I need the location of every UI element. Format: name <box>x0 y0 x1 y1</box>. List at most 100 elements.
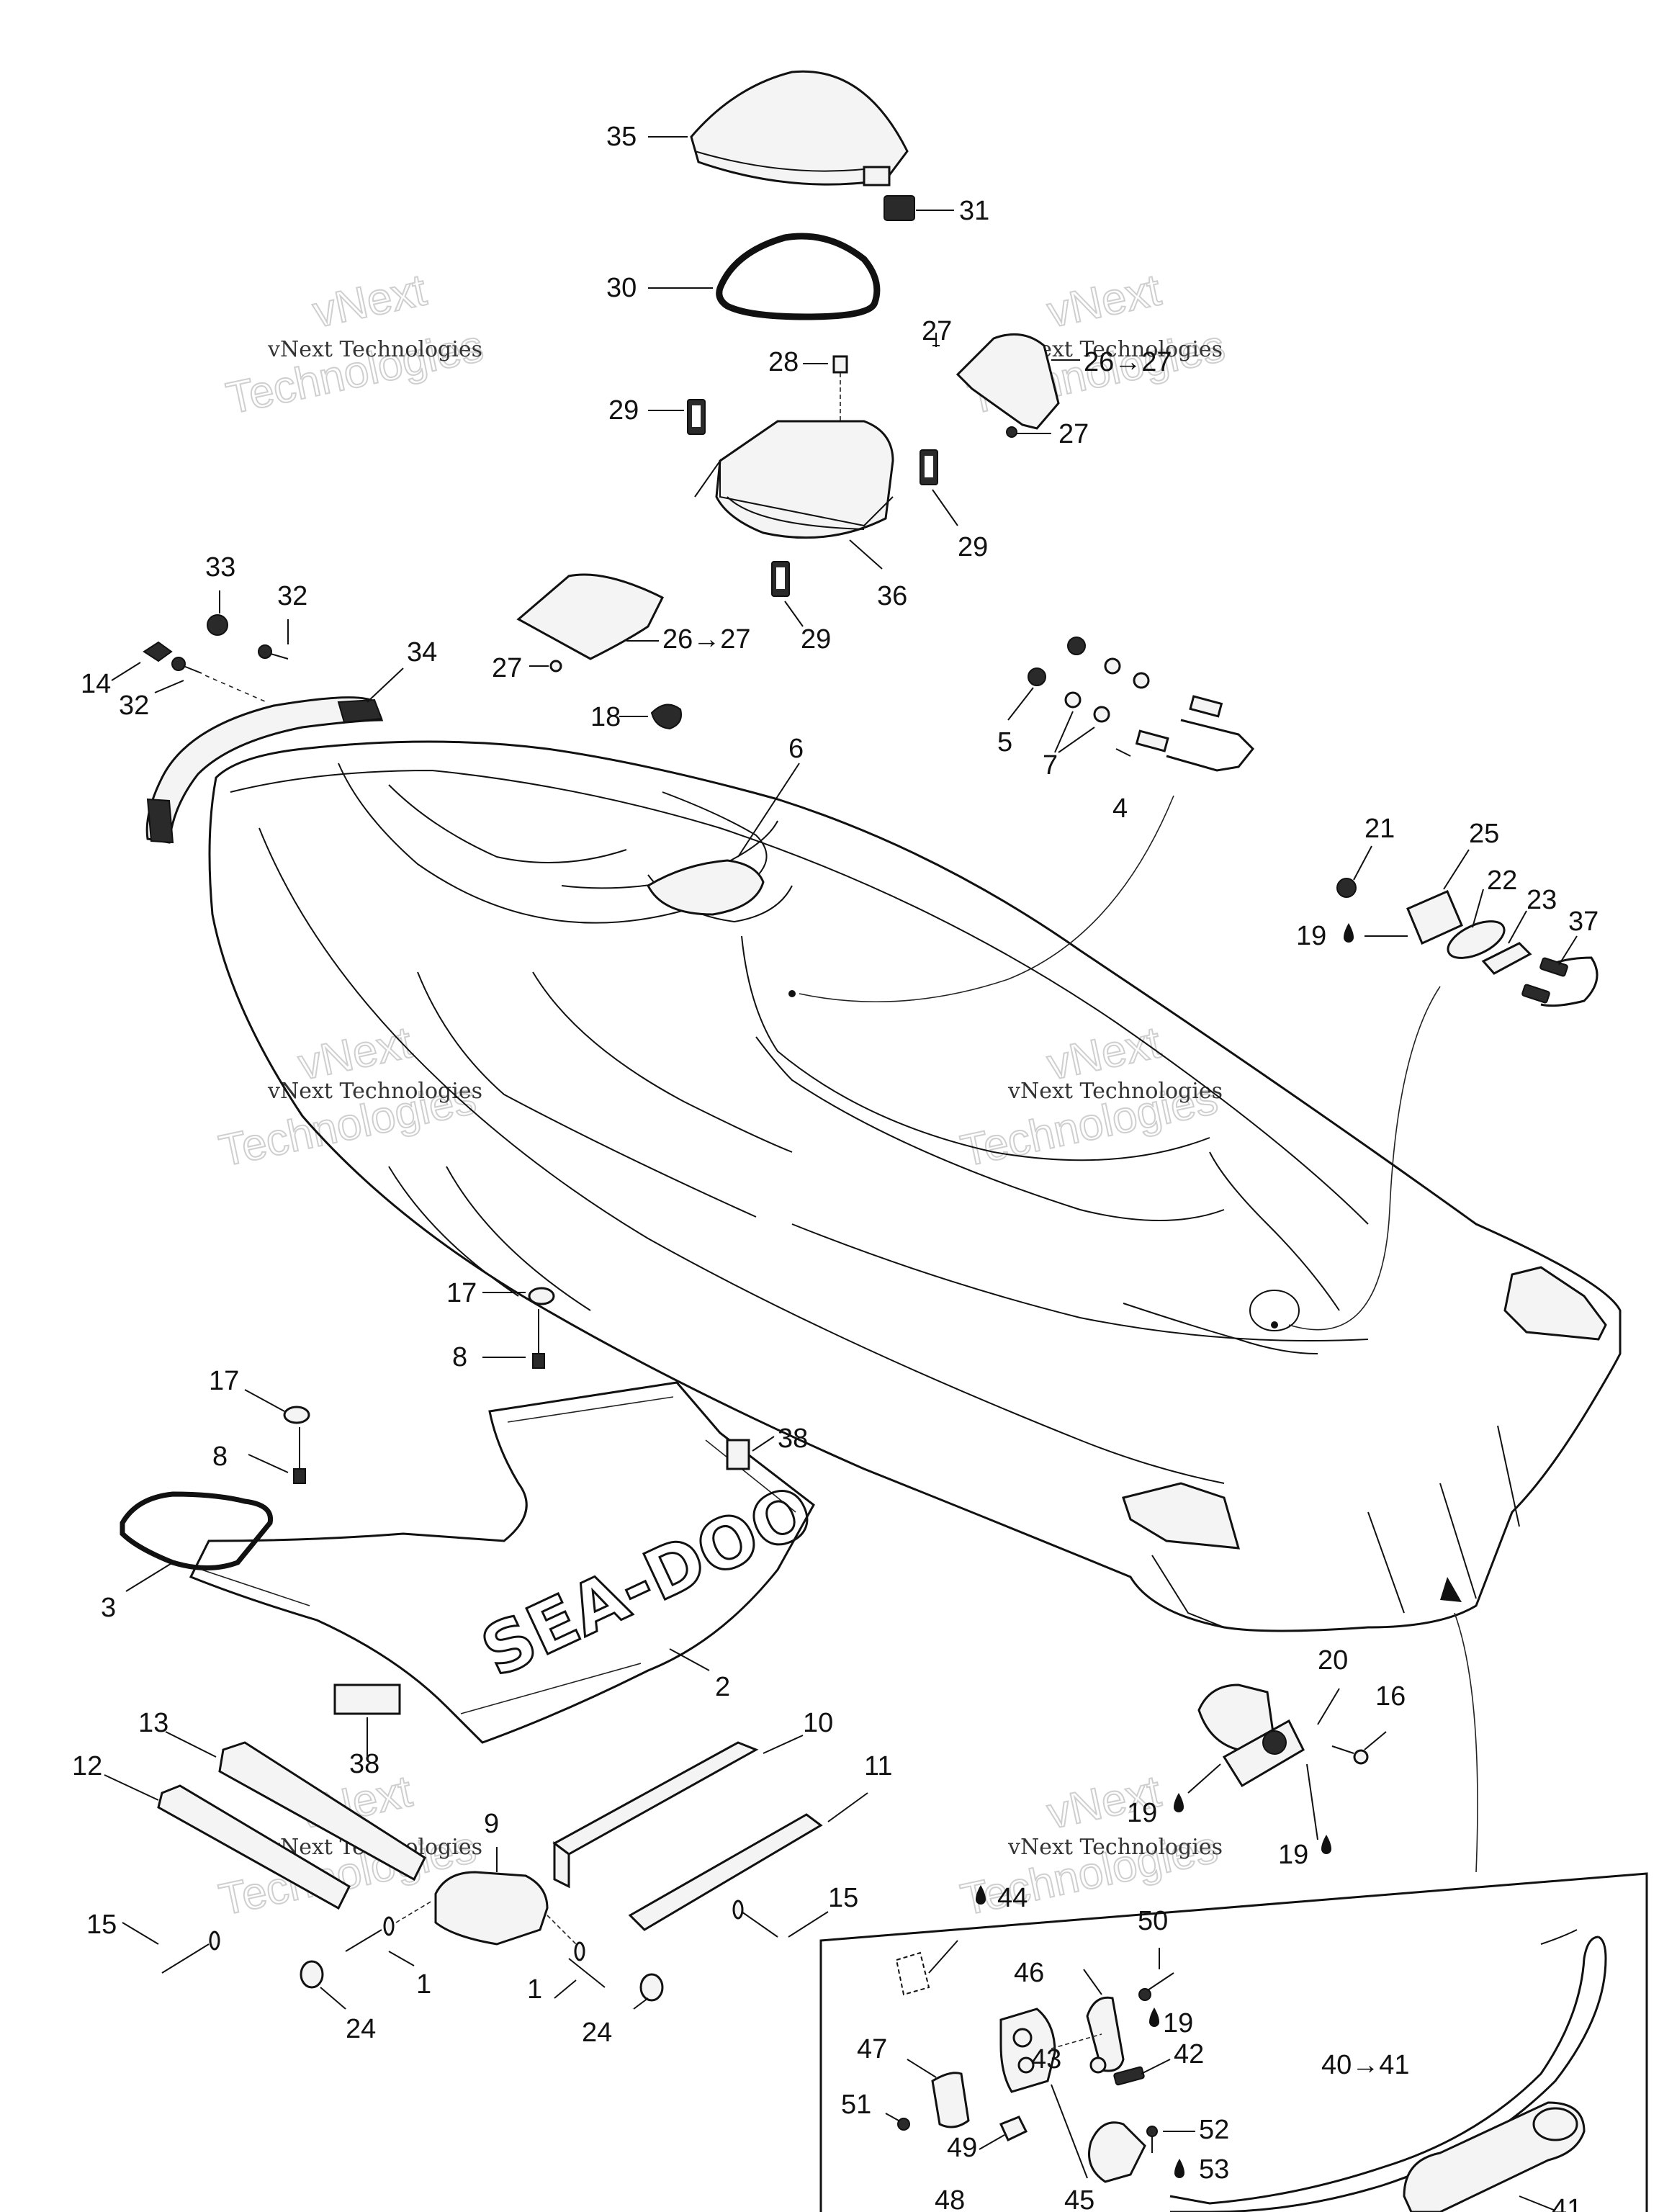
storage-bin-36 <box>694 420 894 570</box>
callout-22: 22 <box>1487 866 1517 896</box>
callout-32: 32 <box>277 581 307 611</box>
bolt-50 <box>1138 1948 1174 2001</box>
rivet-15-right <box>732 1899 829 1938</box>
svg-text:vNext Technologies: vNext Technologies <box>1007 1079 1223 1104</box>
screw-32-upper <box>258 619 289 660</box>
callout-3: 3 <box>101 1593 116 1623</box>
callout-41: 41 <box>1552 2194 1582 2212</box>
callout-37: 37 <box>1568 907 1599 937</box>
callout-35: 35 <box>606 122 637 152</box>
callout-15: 15 <box>828 1883 858 1913</box>
pad-44 <box>895 1940 958 1996</box>
callout-44: 44 <box>997 1883 1028 1913</box>
nut-33 <box>207 590 228 636</box>
nut-51 <box>885 2113 910 2131</box>
callout-27: 27 <box>1058 419 1089 449</box>
callout-17: 17 <box>209 1366 239 1396</box>
callout-33: 33 <box>205 552 235 583</box>
callout-8: 8 <box>212 1442 228 1472</box>
leader-19-drain <box>1187 1763 1318 1840</box>
rail-12 <box>104 1774 351 1910</box>
callout-15: 15 <box>86 1910 117 1940</box>
washers-7 <box>1054 657 1150 753</box>
callout-5: 5 <box>997 727 1012 757</box>
nuts-5 <box>1007 637 1086 721</box>
leader-6 <box>737 763 800 997</box>
callout-13: 13 <box>138 1708 168 1738</box>
callout-30: 30 <box>606 273 637 303</box>
plate-46 <box>1083 1969 1125 2072</box>
callout-24: 24 <box>582 2018 612 2048</box>
svg-text:vNext Technologies: vNext Technologies <box>267 1079 482 1104</box>
block-43 <box>999 2008 1102 2093</box>
plug-24-left <box>300 1960 346 2010</box>
leader-4-curve <box>799 795 1174 1003</box>
rivet-15-left <box>122 1922 220 1974</box>
callout-17: 17 <box>446 1278 477 1308</box>
callout-12: 12 <box>72 1751 102 1781</box>
rail-13 <box>165 1731 426 1881</box>
end-cap-9 <box>434 1847 549 1946</box>
bracket-26-upper <box>932 333 1080 438</box>
clip-29-bottom <box>771 561 804 627</box>
inset-box-hardware <box>819 1872 1648 2212</box>
bracket-assembly-21-37 <box>1336 845 1599 1007</box>
callout-10: 10 <box>803 1708 833 1738</box>
callout-29: 29 <box>608 395 639 426</box>
callout-19: 19 <box>1127 1798 1157 1828</box>
rivet-1-right <box>547 1915 606 1999</box>
callout-46: 46 <box>1014 1958 1044 1988</box>
callout-27: 27 <box>922 316 952 346</box>
callout-47: 47 <box>857 2034 887 2064</box>
callout-43: 43 <box>1031 2044 1061 2074</box>
svg-text:vNext Technologies: vNext Technologies <box>1007 1835 1223 1860</box>
callout-19: 19 <box>1163 2008 1193 2038</box>
callout-29: 29 <box>958 532 988 562</box>
callout-28: 28 <box>768 347 799 377</box>
bumper-trim-34 <box>145 667 404 844</box>
watermark-mid-left: vNext Technologies vNext Technologies <box>215 1017 482 1177</box>
part-18 <box>619 703 682 730</box>
fitting-45 <box>1051 2084 1146 2183</box>
callout-31: 31 <box>959 196 989 226</box>
deck-hull <box>208 740 1622 1632</box>
callout-1: 1 <box>416 1969 431 2000</box>
callout-52: 52 <box>1199 2115 1229 2145</box>
screw-8-upper <box>482 1309 545 1369</box>
callout-1: 1 <box>527 1974 542 2005</box>
drain-plug-20 <box>1197 1683 1340 1788</box>
callout-45: 45 <box>1064 2185 1094 2212</box>
bracket-26-lower <box>516 573 665 673</box>
svg-text:SEA-DOO: SEA-DOO <box>469 1470 824 1693</box>
rivet-1-left <box>345 1900 433 1966</box>
callout-labels: 35 31 30 27 26→27 28 29 27 29 36 33 32 3… <box>72 122 1599 2212</box>
callout-11: 11 <box>864 1751 892 1781</box>
callout-50: 50 <box>1138 1906 1168 1936</box>
clip-29-right <box>920 449 958 526</box>
rail-11 <box>628 1792 868 1931</box>
callout-40-41: 40→41 <box>1321 2050 1410 2080</box>
plug-24-right <box>633 1973 664 2010</box>
callout-2: 2 <box>715 1672 730 1702</box>
callout-20: 20 <box>1318 1645 1348 1676</box>
callout-26-27: 26→27 <box>1084 347 1172 377</box>
callout-48: 48 <box>935 2185 965 2212</box>
grip-41 <box>1403 2101 1586 2212</box>
lube-drop-icon <box>976 923 1354 2178</box>
arrow-to-hull <box>1440 1577 1478 1873</box>
callout-8: 8 <box>452 1342 467 1372</box>
callout-16: 16 <box>1375 1681 1406 1712</box>
svg-text:vNext: vNext <box>1043 265 1165 337</box>
plug-17-upper <box>482 1287 555 1305</box>
sea-doo-logo: SEA-DOO <box>469 1469 826 1694</box>
callout-49: 49 <box>947 2133 977 2163</box>
screw-52 <box>1146 2126 1195 2153</box>
mat-2 <box>189 1381 815 1757</box>
callout-14: 14 <box>81 669 111 699</box>
callout-29: 29 <box>801 624 831 655</box>
callout-25: 25 <box>1469 819 1499 849</box>
rail-10 <box>552 1735 804 1889</box>
grab-handle-4 <box>1115 695 1255 772</box>
